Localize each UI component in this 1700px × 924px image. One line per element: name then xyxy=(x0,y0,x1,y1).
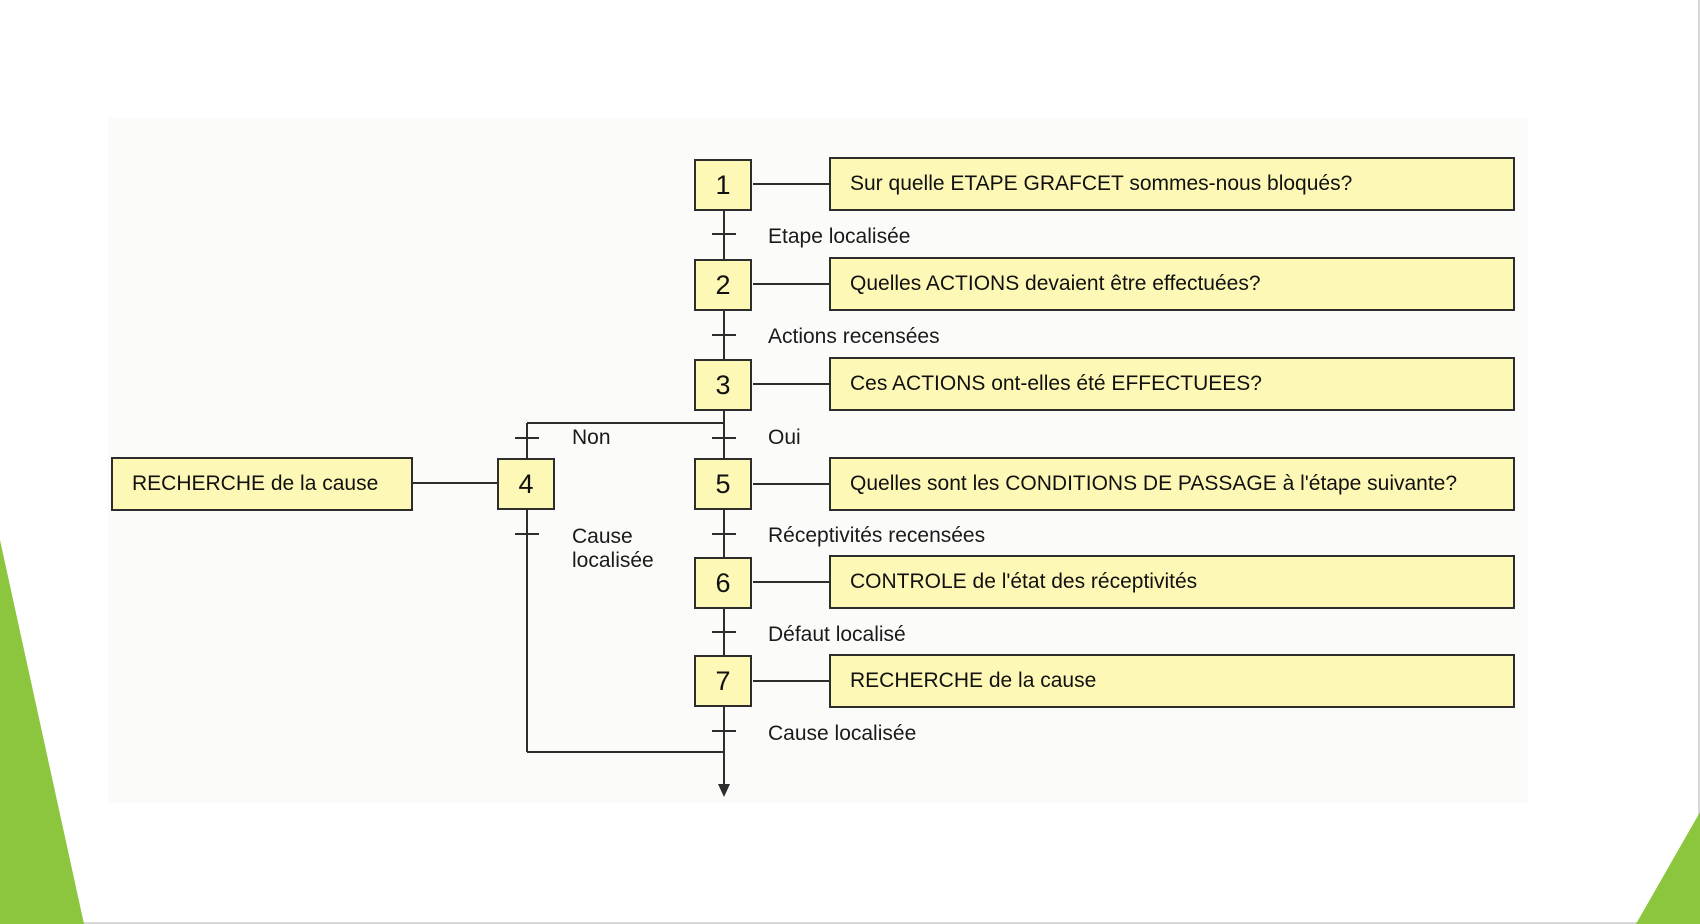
transition-label-3-5: Oui xyxy=(768,426,801,449)
transition-label-7-out: Cause localisée xyxy=(768,722,917,745)
transition-label-4-out: Cause localisée xyxy=(572,525,654,572)
transition-label-3-4: Non xyxy=(572,426,611,449)
step-1: 1 xyxy=(694,159,752,211)
step-2: 2 xyxy=(694,259,752,311)
transition-label-2-3: Actions recensées xyxy=(768,325,940,348)
action-step-1: Sur quelle ETAPE GRAFCET sommes-nous blo… xyxy=(829,157,1515,211)
action-step-4: RECHERCHE de la cause xyxy=(111,457,413,511)
action-step-5: Quelles sont les CONDITIONS DE PASSAGE à… xyxy=(829,457,1515,511)
step-3: 3 xyxy=(694,359,752,411)
action-step-7: RECHERCHE de la cause xyxy=(829,654,1515,708)
action-step-3: Ces ACTIONS ont-elles été EFFECTUEES? xyxy=(829,357,1515,411)
flow-arrowhead xyxy=(718,784,730,797)
step-5: 5 xyxy=(694,458,752,510)
step-7: 7 xyxy=(694,655,752,707)
transition-label-6-7: Défaut localisé xyxy=(768,623,906,646)
transition-label-5-6: Réceptivités recensées xyxy=(768,524,986,547)
right-green-accent xyxy=(1636,812,1700,924)
action-step-6: CONTROLE de l'état des réceptivités xyxy=(829,555,1515,609)
step-6: 6 xyxy=(694,557,752,609)
left-green-accent xyxy=(0,540,84,924)
transition-label-1-2: Etape localisée xyxy=(768,225,911,248)
action-step-2: Quelles ACTIONS devaient être effectuées… xyxy=(829,257,1515,311)
step-4: 4 xyxy=(497,458,555,510)
